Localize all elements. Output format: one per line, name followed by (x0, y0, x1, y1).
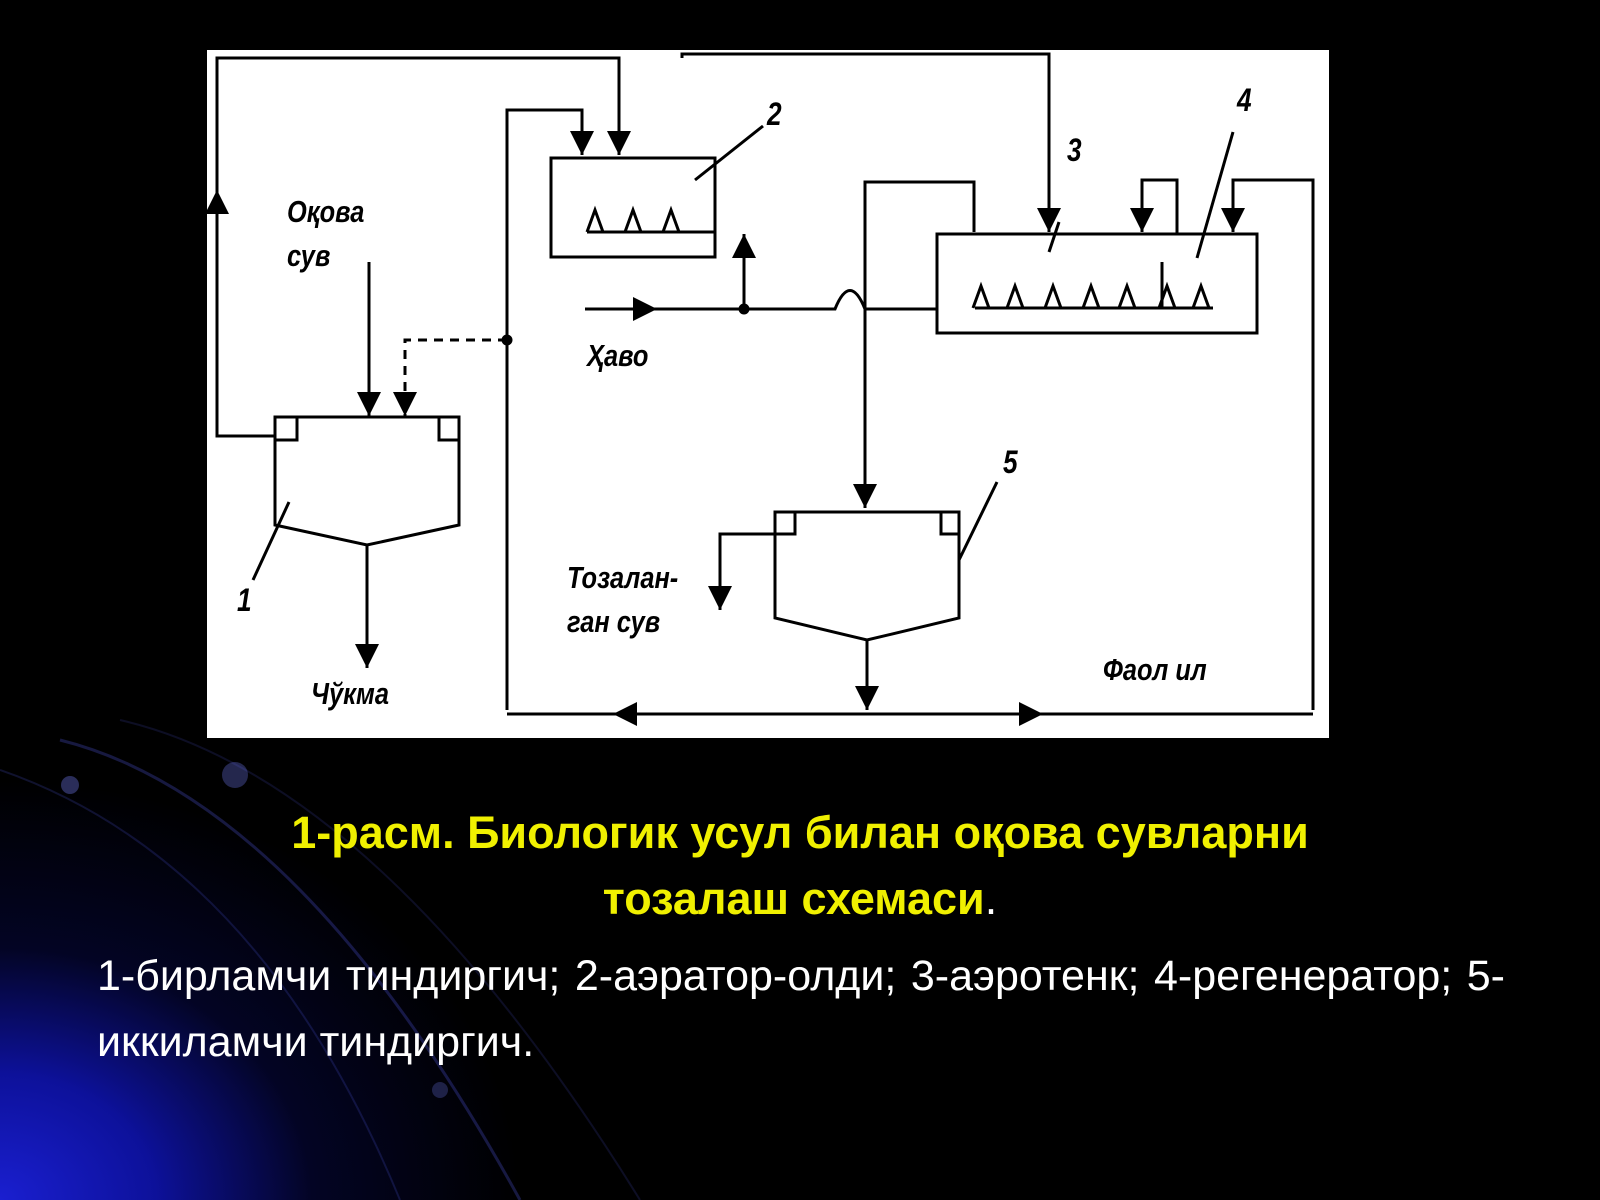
label-okova-line2: сув (287, 238, 331, 273)
primary-settler-tank (273, 415, 461, 547)
figure-legend: 1-бирламчи тиндиргич; 2-аэратор-олди; 3-… (97, 952, 1505, 1066)
label-number-3: 3 (1067, 132, 1082, 168)
label-tozalan-line2: ган сув (567, 604, 661, 639)
label-okova-line1: Оқова (287, 194, 365, 229)
label-number-1: 1 (237, 582, 252, 618)
label-number-5: 5 (1003, 444, 1018, 480)
figure-caption: 1-расм. Биологик усул билан оқова сувлар… (120, 800, 1480, 932)
dashed-recycle-line (393, 338, 507, 416)
label-havo: Ҳаво (587, 338, 649, 373)
return-junction-dot (501, 334, 513, 346)
air-junction-dot (738, 303, 750, 315)
leader-4 (1195, 131, 1235, 259)
pre-aerator-diffusers (585, 205, 681, 233)
label-chukma: Чўкма (311, 676, 389, 711)
aerotank-diffusers (971, 281, 1211, 309)
caption-line2: тозалаш схемаси (602, 873, 985, 924)
air-main-line (657, 289, 937, 311)
to-secondary-line (853, 180, 976, 508)
leader-2 (694, 124, 764, 182)
pre-aerator-tank (549, 156, 717, 259)
leader-5 (957, 481, 999, 561)
label-tozalan-line1: Тозалан- (567, 560, 679, 595)
caption-line2-wrap: тозалаш схемаси. (120, 866, 1480, 932)
secondary-settler-tank (773, 510, 961, 642)
aerotank (935, 232, 1259, 335)
leader-1 (251, 501, 291, 581)
regenerator-loop (1130, 178, 1179, 234)
left-return-line (215, 190, 275, 438)
clean-water-arrow (708, 532, 775, 610)
diagram-panel: Оқова сув Ҳаво Тозалан- ган сув Чўкма Фа… (207, 50, 1329, 738)
caption-line1: 1-расм. Биологик усул билан оқова сувлар… (291, 807, 1309, 858)
aerotank-feed-line (680, 52, 1061, 232)
flow-diagram (207, 52, 1315, 726)
label-number-4: 4 (1237, 82, 1252, 118)
right-return-line (1221, 178, 1315, 710)
top-feed-line (215, 56, 631, 190)
return-main-line (505, 108, 594, 710)
label-number-2: 2 (767, 96, 782, 132)
leader-3 (1047, 221, 1061, 253)
caption-dot: . (984, 873, 998, 924)
label-faol-il: Фаол ил (1103, 652, 1207, 687)
